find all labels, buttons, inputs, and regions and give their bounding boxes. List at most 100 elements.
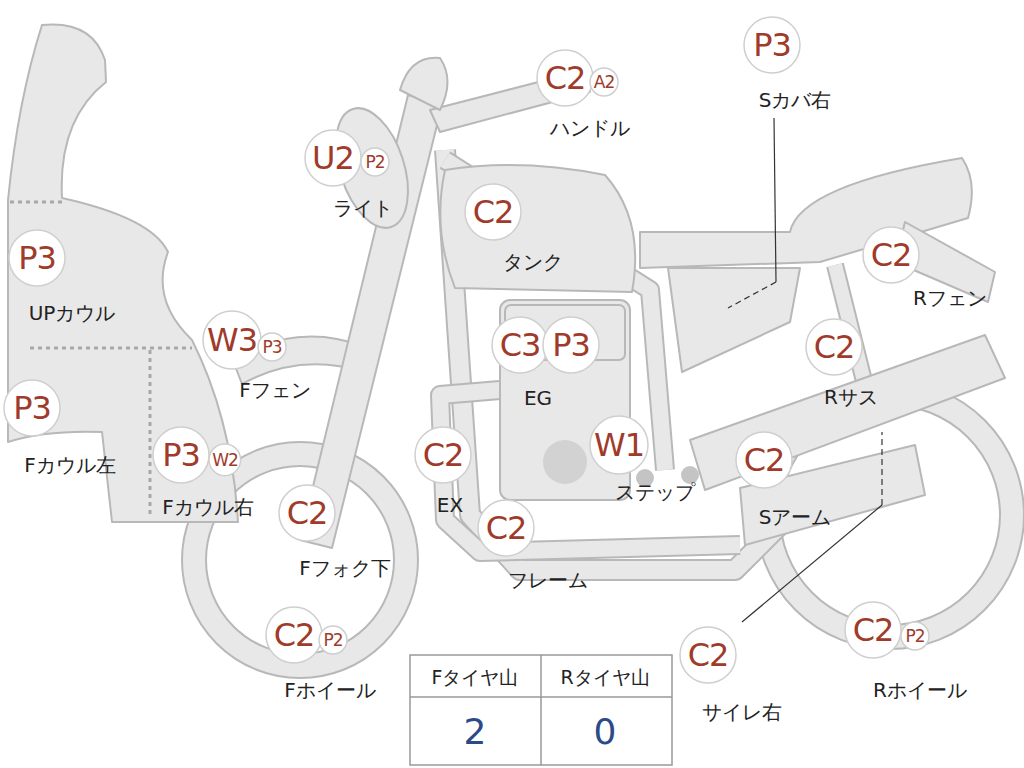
damage-code-circle: W3 (202, 310, 262, 370)
damage-code: P3 (18, 242, 56, 274)
part-name: ステップ (615, 481, 695, 503)
damage-code: C2 (423, 439, 464, 471)
damage-code: C2 (486, 512, 527, 544)
damage-code: P2 (905, 628, 924, 645)
cowl-divider (149, 350, 152, 518)
circle-shape (305, 130, 361, 186)
circle-shape (361, 148, 389, 176)
engine-cover (543, 440, 587, 484)
damage-code: W1 (594, 429, 644, 461)
circle-shape (492, 317, 548, 373)
damage-code: P3 (753, 29, 791, 61)
damage-code-circle: P2 (318, 625, 348, 655)
damage-code: C2 (287, 497, 328, 529)
table-header: Fタイヤ山 (432, 667, 519, 688)
damage-code: C2 (688, 639, 729, 671)
front-fork (300, 95, 442, 548)
circle-shape (845, 602, 901, 658)
damage-code: P3 (262, 339, 281, 356)
circle-shape (203, 311, 261, 369)
damage-code-circle: C2 (414, 426, 472, 484)
damage-code: C2 (871, 239, 912, 271)
part-name: フレーム (508, 569, 588, 591)
damage-code: A2 (594, 74, 614, 91)
circle-shape (319, 626, 347, 654)
damage-code-circle: W2 (208, 443, 242, 477)
circle-shape (680, 627, 736, 683)
damage-code: C3 (500, 329, 541, 361)
circle-shape (590, 68, 618, 96)
circle-shape (266, 607, 322, 663)
damage-code-circle: C2 (679, 626, 737, 684)
damage-code-circle: C2 (844, 601, 902, 659)
part-name: Rフェン (913, 287, 987, 309)
circle-shape (863, 227, 919, 283)
damage-code: P2 (365, 154, 384, 171)
damage-code-circle: A2 (589, 67, 619, 97)
cowl-divider (30, 347, 192, 350)
circle-shape (4, 380, 60, 436)
damage-code-circle: C2 (278, 484, 336, 542)
cowl-divider (10, 201, 62, 204)
damage-code-circle: P2 (900, 621, 930, 651)
damage-code-circle: P3 (743, 16, 801, 74)
damage-code: P3 (162, 439, 200, 471)
damage-code-circle: P3 (152, 426, 210, 484)
damage-code-circle: C2 (805, 318, 863, 376)
circle-shape (590, 416, 648, 474)
damage-code: C2 (545, 62, 586, 94)
damage-code-circle: P3 (542, 316, 600, 374)
damage-code: C2 (814, 331, 855, 363)
damage-code: U2 (312, 142, 354, 174)
part-name: Fカウル右 (162, 496, 254, 518)
circle-shape (543, 317, 599, 373)
damage-code: C2 (473, 196, 514, 228)
tread-value: 0 (594, 712, 617, 752)
damage-code-circle: U2 (304, 129, 362, 187)
part-name: タンク (503, 251, 563, 273)
circle-shape (465, 184, 521, 240)
damage-code: C2 (853, 614, 894, 646)
table-header: Rタイヤ山 (560, 667, 649, 688)
damage-code: W3 (207, 324, 257, 356)
damage-code-circle: C3 (491, 316, 549, 374)
damage-code-circle: C2 (477, 499, 535, 557)
tank (440, 165, 635, 292)
part-name: Fホイール (284, 679, 376, 701)
damage-code: W2 (212, 452, 238, 469)
circle-shape (478, 500, 534, 556)
damage-code-circle: P3 (8, 229, 66, 287)
circle-shape (901, 622, 929, 650)
leader-line (774, 118, 776, 282)
damage-code-circle: P3 (257, 332, 287, 362)
side-cover (668, 268, 800, 372)
circle-shape (279, 485, 335, 541)
mirror (400, 58, 448, 110)
part-name: ハンドル (550, 117, 630, 139)
tread-table (410, 655, 672, 765)
damage-code-circle: C2 (464, 183, 522, 241)
part-name: Rホイール (873, 679, 967, 701)
part-name: Fカウル左 (24, 454, 116, 476)
circle-shape (537, 50, 593, 106)
circle-shape (9, 230, 65, 286)
circle-shape (209, 444, 241, 476)
damage-code: P3 (552, 329, 590, 361)
part-name: Rサス (824, 386, 878, 408)
damage-code-circle: P2 (360, 147, 390, 177)
damage-code-circle: C2 (536, 49, 594, 107)
part-name: UPカウル (29, 302, 116, 324)
part-name: Fフェン (239, 379, 311, 401)
circle-shape (415, 427, 471, 483)
tread-value: 2 (464, 712, 487, 752)
leader-line (728, 282, 776, 308)
part-name: EG (524, 387, 552, 409)
table-rule (540, 655, 542, 765)
part-name: Sカバ右 (759, 89, 832, 111)
damage-code: P2 (323, 632, 342, 649)
cowl (8, 24, 238, 522)
circle-shape (744, 17, 800, 73)
part-name: Fフォク下 (299, 557, 391, 579)
circle-shape (806, 319, 862, 375)
damage-code-circle: P3 (3, 379, 61, 437)
